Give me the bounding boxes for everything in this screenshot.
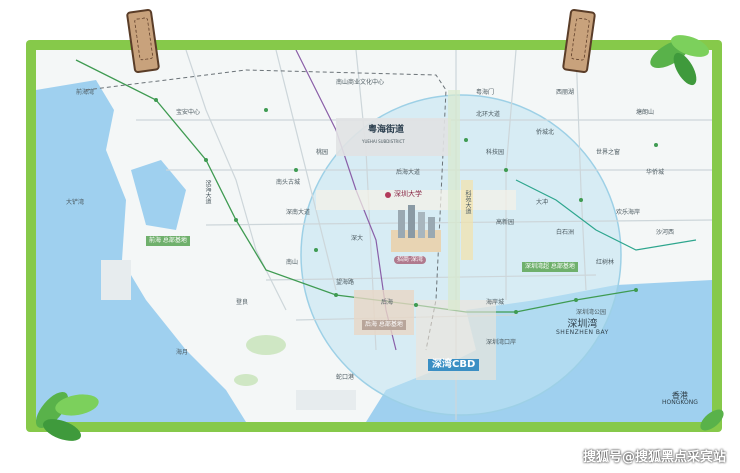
place-label: 白石洲 — [556, 229, 575, 236]
hongkong-cn: 香港 — [671, 391, 688, 400]
map-canvas: 粤海街道 YUEHAI SUBDISTRICT 深圳大学 招商·深湾 后海 总部… — [36, 50, 712, 422]
leaf-cluster-icon — [650, 35, 710, 86]
island — [246, 335, 286, 355]
place-label: 华侨城 — [646, 169, 665, 176]
place-label: 桃园 — [316, 149, 329, 156]
green-corridor — [448, 90, 460, 310]
hongkong-label: 香港 HONGKONG — [662, 392, 698, 406]
leaf-cluster-icon — [35, 391, 99, 441]
road-houhai-label: 后海大道 — [396, 169, 421, 176]
district-yuehai-en-label: YUEHAI SUBDISTRICT — [362, 139, 405, 144]
map-graphic — [36, 50, 712, 422]
road-shennan-label: 深南大道 — [286, 209, 311, 216]
road-binhai-label: 滨海大道 — [204, 180, 211, 204]
university-emblem — [385, 192, 391, 198]
place-label: 西丽湖 — [556, 89, 575, 96]
sea-west — [36, 80, 246, 422]
place-label: 粤海门 — [476, 89, 495, 96]
place-label: 深圳湾公园 — [576, 309, 607, 316]
place-label: 海月 — [176, 349, 189, 356]
road-wanghai-label: 望海路 — [336, 279, 355, 286]
project-label: 招商·深湾 — [394, 256, 426, 264]
yellow-corridor — [461, 180, 473, 260]
hongkong-en: HONGKONG — [662, 399, 698, 406]
place-label: 深大 — [351, 235, 364, 242]
place-label: 蛇口港 — [336, 374, 355, 381]
district-yuehai-label: 粤海街道 — [368, 125, 405, 135]
university-label: 深圳大学 — [394, 190, 422, 198]
road-keyuan-label: 科苑大道 — [464, 190, 471, 214]
shenzhen-bay-label: 深圳湾 SHENZHEN BAY — [556, 320, 609, 336]
place-label: 塘朗山 — [636, 109, 655, 116]
road-beihuan-label: 北环大道 — [476, 111, 501, 118]
shenzhen-bay-cn: 深圳湾 — [567, 319, 598, 330]
station-dots — [154, 98, 658, 314]
pier — [101, 260, 131, 300]
place-label: 前海湾 — [76, 89, 95, 96]
place-label: 后海 — [381, 299, 394, 306]
place-label: 南山商业文化中心 — [336, 79, 385, 86]
place-label: 红树林 — [596, 259, 615, 266]
place-label: 宝安中心 — [176, 109, 201, 116]
watermark: 搜狐号@搜狐黑点采宾站 — [582, 450, 726, 465]
island — [234, 374, 258, 386]
place-label: 登良 — [236, 299, 249, 306]
place-label: 世界之窗 — [596, 149, 621, 156]
leaf-cluster-icon — [700, 409, 724, 431]
project-buildings — [391, 205, 441, 252]
map-frame: 粤海街道 YUEHAI SUBDISTRICT 深圳大学 招商·深湾 后海 总部… — [26, 40, 722, 432]
place-label: 欢乐海岸 — [616, 209, 641, 216]
place-label: 海岸城 — [486, 299, 505, 306]
place-label: 沙河西 — [656, 229, 675, 236]
place-label: 南头古城 — [276, 179, 301, 186]
shenzhen-bay-en: SHENZHEN BAY — [556, 329, 609, 336]
pier — [296, 390, 356, 410]
harbor-lagoon — [131, 160, 186, 230]
place-label: 深圳湾口岸 — [486, 339, 517, 346]
district-qianhai-label: 前海 总部基地 — [146, 236, 190, 246]
place-label: 科技园 — [486, 149, 505, 156]
place-label: 侨城北 — [536, 129, 555, 136]
place-label: 高新园 — [496, 219, 515, 226]
cbd-label: 深湾CBD — [428, 359, 480, 371]
district-shekou-label: 深圳湾超 总部基地 — [522, 262, 578, 272]
place-label: 南山 — [286, 259, 299, 266]
district-houhai-label: 后海 总部基地 — [362, 320, 406, 330]
district-yuehai-block — [336, 118, 451, 156]
metro-line-teal — [515, 179, 697, 251]
place-label: 大铲湾 — [66, 199, 85, 206]
place-label: 大冲 — [536, 199, 549, 206]
